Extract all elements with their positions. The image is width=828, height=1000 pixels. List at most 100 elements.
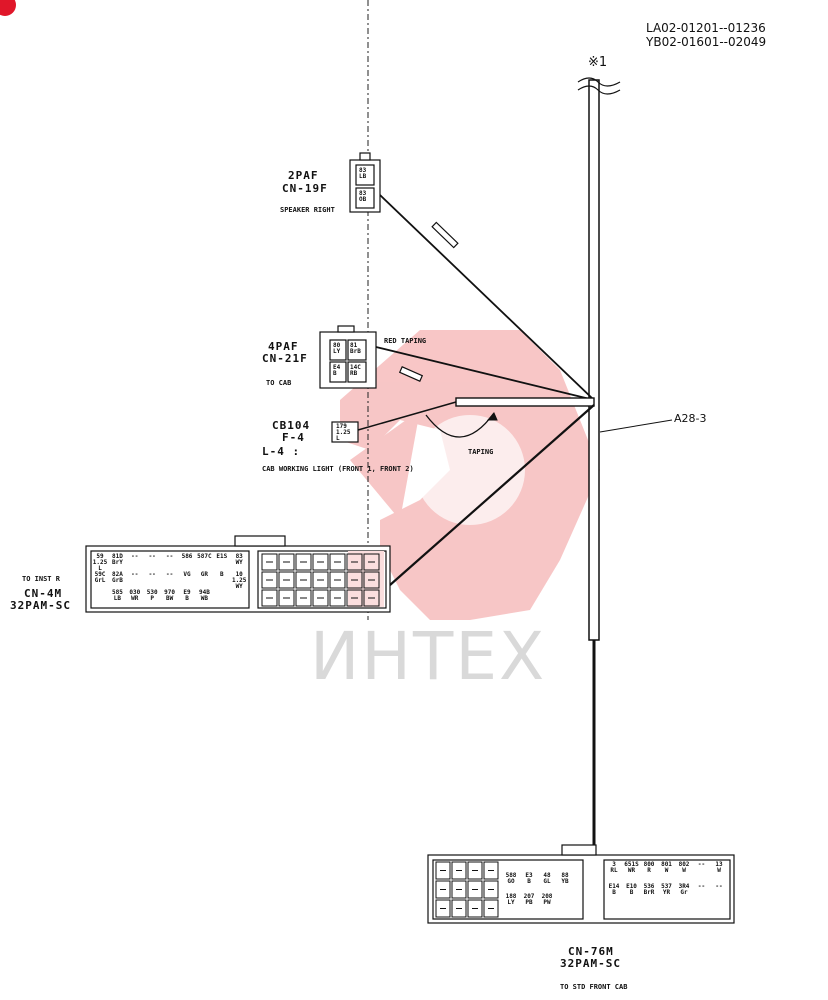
cn76m-id: CN-76M <box>568 945 614 958</box>
cavity-cell <box>346 553 363 571</box>
cavity-cell <box>363 553 380 571</box>
main-harness-trunk <box>577 77 621 845</box>
cn4m-type: 32PAM-SC <box>10 599 71 612</box>
corner-badge-icon <box>0 0 16 16</box>
cavity-cell <box>451 880 467 899</box>
cavity-cell <box>329 571 346 589</box>
pin-label: 13 W <box>715 861 723 874</box>
pin-label: -- <box>697 883 706 890</box>
cn21f-pin-1: 80 LY <box>333 342 341 355</box>
cavity-cell <box>295 589 312 607</box>
pin-label: 82A GrB <box>111 571 123 584</box>
wire-ref-mark: ※1 <box>588 55 608 70</box>
cavity-cell <box>483 880 499 899</box>
pin-label: 88 YB <box>561 872 569 885</box>
model-code-1: LA02-01201--01236 <box>646 21 766 35</box>
pin-label: 10 1.25 WY <box>231 571 247 590</box>
pin-label: -- <box>165 553 174 560</box>
cb104-lamp: L-4 : <box>262 445 301 458</box>
pin-label: B <box>219 571 224 578</box>
pin-label: 586 <box>181 553 193 560</box>
red-taping-label: RED TAPING <box>384 337 427 345</box>
cn76m-route: TO STD FRONT CAB <box>560 983 628 991</box>
pin-label: -- <box>148 553 156 560</box>
pin-label: -- <box>697 861 706 868</box>
cavity-cell <box>363 589 380 607</box>
pin-label: 030 WR <box>129 589 141 602</box>
pin-label: 3R4 Gr <box>678 883 690 896</box>
cn76m-type: 32PAM-SC <box>560 957 621 970</box>
cn19f-id: CN-19F <box>282 182 328 195</box>
cavity-cell <box>278 571 295 589</box>
pin-label: -- <box>715 883 723 890</box>
pin-label: 588 GO <box>505 872 517 885</box>
cavity-cell <box>483 861 499 880</box>
cn21f-desc: TO CAB <box>266 379 292 387</box>
pin-label: E1S <box>216 553 228 560</box>
cavity-cell <box>483 899 499 918</box>
pin-label: 536 BrR <box>643 883 655 896</box>
cb104-fuse: F-4 <box>282 431 305 444</box>
pin-label: E14 B <box>608 883 620 896</box>
cavity-cell <box>261 571 278 589</box>
pin-label: 801 W <box>661 861 672 874</box>
cb104-desc: CAB WORKING LIGHT (FRONT 1, FRONT 2) <box>262 465 414 473</box>
pin-label: 530 P <box>146 589 158 602</box>
connector-cn4m <box>85 535 391 613</box>
cavity-cell <box>329 553 346 571</box>
cavity-cell <box>312 589 329 607</box>
cn19f-type: 2PAF <box>288 169 319 182</box>
cn21f-pin-4: 14C RB <box>350 364 361 377</box>
pin-label: 188 LY <box>505 893 517 906</box>
pin-label: 651S WR <box>624 861 639 874</box>
cn21f-type: 4PAF <box>268 340 299 353</box>
pin-label: 83 WY <box>235 553 243 566</box>
pin-label: E9 B <box>183 589 191 602</box>
connector-cn19f <box>349 152 381 213</box>
pin-label: 970 BW <box>164 589 176 602</box>
cn4m-id: CN-4M <box>24 587 63 600</box>
cn4m-route: TO INST R <box>22 575 60 583</box>
cavity-cell <box>312 553 329 571</box>
cavity-cell <box>451 899 467 918</box>
cavity-cell <box>329 589 346 607</box>
pin-label: 207 PB <box>523 893 535 906</box>
connector-cn76m <box>427 844 735 924</box>
cavity-cell <box>346 589 363 607</box>
cn4m-right-cavity-grid <box>261 553 380 607</box>
model-code-2: YB02-01601--02049 <box>646 35 767 49</box>
cavity-cell <box>278 553 295 571</box>
pin-label: E10 B <box>626 883 637 896</box>
cb104-pin: 179 1.25 L <box>336 423 351 442</box>
pin-label: 537 YR <box>661 883 672 896</box>
cavity-cell <box>435 899 451 918</box>
cavity-cell <box>435 861 451 880</box>
cavity-cell <box>467 861 483 880</box>
cn21f-id: CN-21F <box>262 352 308 365</box>
connector-cn21f <box>319 325 377 389</box>
cn19f-pin-1: 83 LB <box>359 167 367 180</box>
pin-label: 208 PW <box>541 893 553 906</box>
cavity-cell <box>312 571 329 589</box>
pin-label: 48 GL <box>543 872 551 885</box>
pin-label: 59 1.25 L <box>92 553 108 572</box>
cavity-cell <box>467 880 483 899</box>
cn19f-desc: SPEAKER RIGHT <box>280 206 335 214</box>
pin-label: 800 R <box>643 861 655 874</box>
cavity-cell <box>261 589 278 607</box>
pin-label: E3 B <box>525 872 533 885</box>
cavity-cell <box>346 571 363 589</box>
cavity-cell <box>467 899 483 918</box>
pin-label: 59C GrL <box>94 571 106 584</box>
pin-label: VG <box>183 571 191 578</box>
cavity-cell <box>435 880 451 899</box>
cb104-name: CB104 <box>272 419 311 432</box>
pin-label: 585 LB <box>111 589 123 602</box>
cavity-cell <box>295 571 312 589</box>
pin-label: 802 W <box>678 861 690 874</box>
cavity-cell <box>451 861 467 880</box>
pin-label: 587C <box>197 553 212 560</box>
pin-label: 81D BrY <box>111 553 123 566</box>
pin-label: 3 RL <box>610 861 618 874</box>
